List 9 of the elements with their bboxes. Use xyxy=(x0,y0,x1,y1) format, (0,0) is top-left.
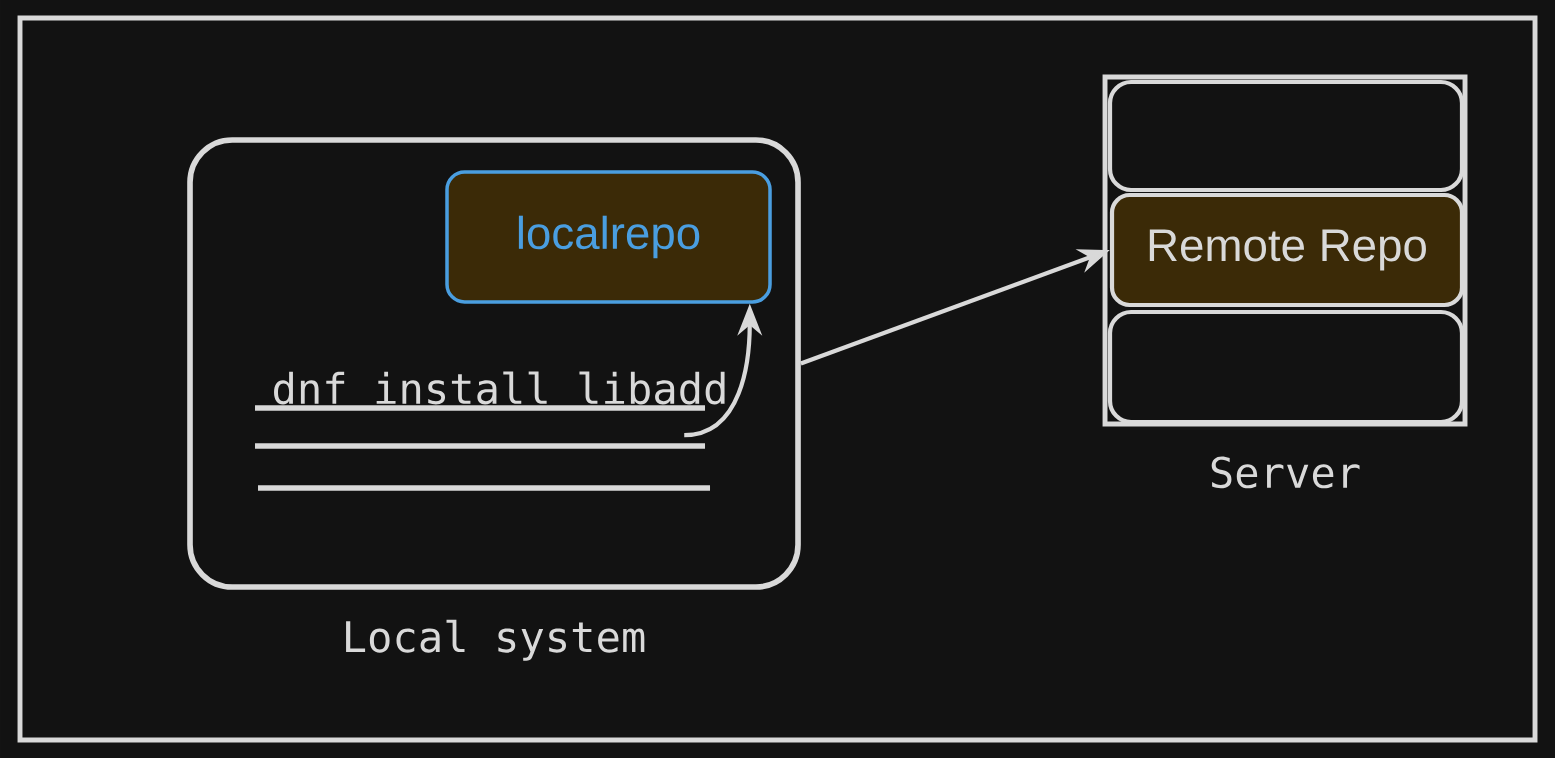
server-slot xyxy=(1107,309,1465,425)
system-box xyxy=(187,137,801,661)
repo-box: localrepo xyxy=(445,170,772,304)
box-caption: Local system xyxy=(346,619,645,661)
box-caption: Server xyxy=(1211,456,1360,489)
command-text: dnf install libadd xyxy=(274,371,725,405)
repo-box: Remote Repo xyxy=(1109,192,1465,308)
server-box xyxy=(1102,74,1468,489)
server-slot xyxy=(1107,79,1465,193)
